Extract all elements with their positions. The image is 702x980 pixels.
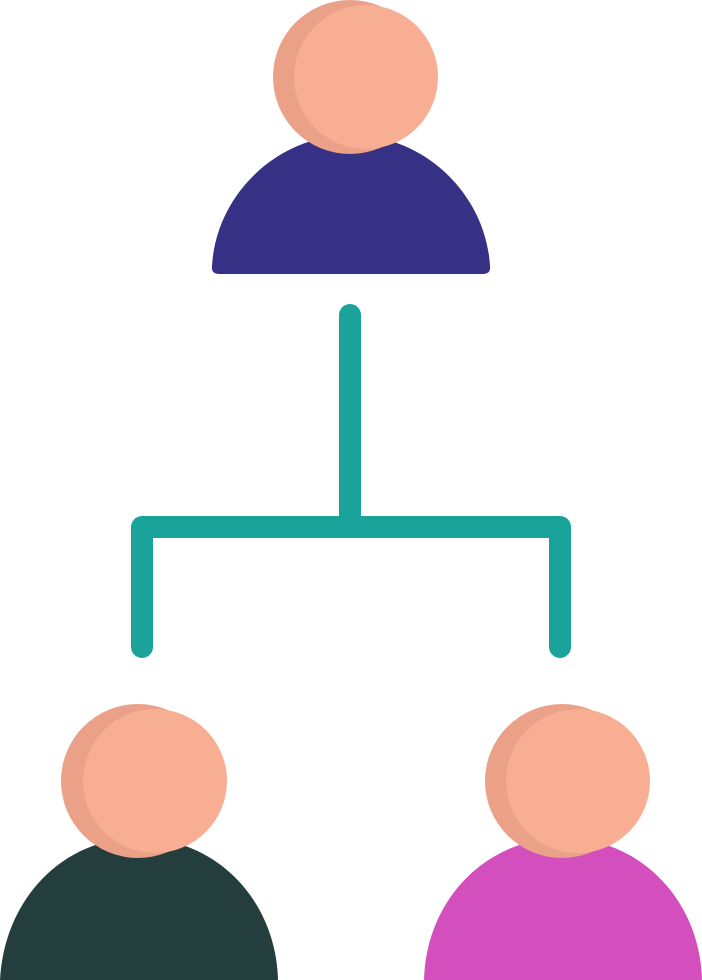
person-icon-top xyxy=(211,0,491,274)
person-body xyxy=(424,838,702,980)
person-head xyxy=(83,709,227,853)
person-icon-bottom-right xyxy=(424,704,702,980)
person-icon-bottom-left xyxy=(0,704,278,980)
connector xyxy=(131,304,571,658)
connector-line-branches xyxy=(131,516,571,658)
person-body xyxy=(0,838,278,980)
person-body xyxy=(211,135,491,274)
person-head xyxy=(294,5,438,149)
person-head xyxy=(506,709,650,853)
